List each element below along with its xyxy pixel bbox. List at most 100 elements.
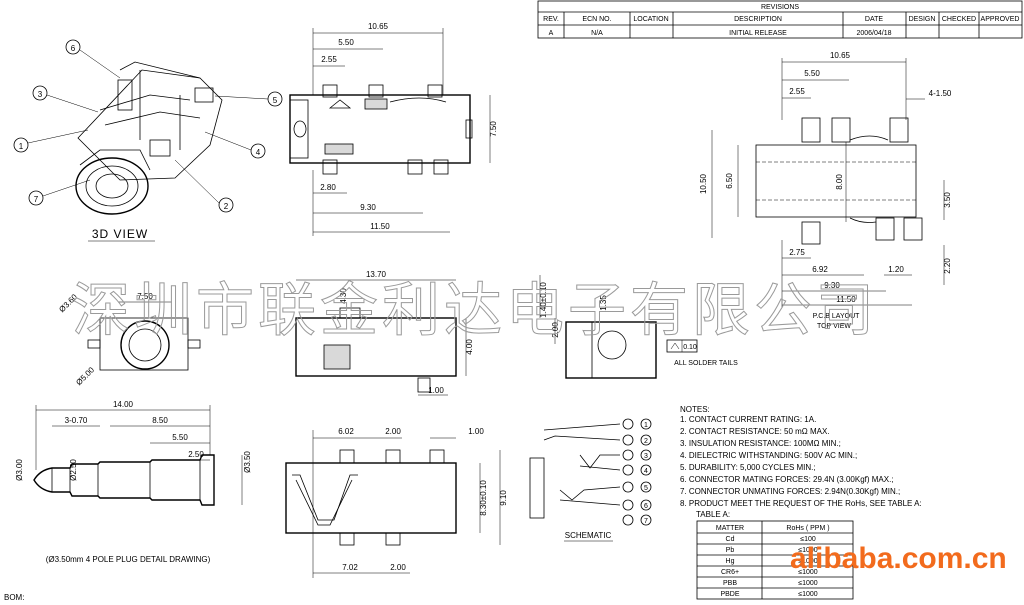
rohs-header-matter: MATTER [716, 525, 744, 532]
notes: NOTES: 1. CONTACT CURRENT RATING: 1A. 2.… [680, 405, 922, 519]
rohs-row-6-value: ≤1000 [798, 591, 818, 598]
rev-header-location: LOCATION [633, 16, 668, 23]
schematic-pin-3: 3 [644, 453, 648, 460]
side-dim-1-00: 1.00 [428, 386, 444, 395]
rev-header-description: DESCRIPTION [734, 16, 782, 23]
rev-header-ecn: ECN NO. [582, 16, 611, 23]
rev-header-design: DESIGN [909, 16, 936, 23]
schematic-pin-5: 5 [644, 485, 648, 492]
plug-dim-d2-50: Ø2.50 [69, 459, 78, 481]
note-6: 6. CONNECTOR MATING FORCES: 29.4N (3.00K… [680, 475, 894, 484]
table-a-title: TABLE A: [696, 510, 730, 519]
schematic: 1 2 3 4 5 6 7 SCHEMATIC [529, 418, 652, 542]
bottom-dim-2-00-bottom: 2.00 [390, 563, 406, 572]
plug-dim-d3-00: Ø3.00 [15, 459, 24, 481]
rohs-header-ppm: RoHs ( PPM ) [786, 525, 829, 532]
pcb-dim-2-55: 2.55 [789, 87, 805, 96]
callout-1: 1 [19, 142, 24, 151]
pcb-dim-10-50: 10.50 [699, 173, 708, 194]
pcb-dim-9-30: 9.30 [824, 281, 840, 290]
bottom-dim-6-02: 6.02 [338, 427, 354, 436]
pcb-dim-8-00: 8.00 [835, 174, 844, 190]
plug-dim-5-50: 5.50 [172, 433, 188, 442]
bottom-dim-8-30: 8.30±0.10 [479, 480, 488, 516]
rohs-row-2-matter: Pb [726, 547, 735, 554]
bottom-body [285, 462, 457, 534]
end-dim-2-00: 2.00 [551, 322, 560, 338]
side-view: 13.70 4.30 4.00 1.00 [295, 270, 474, 396]
pcb-layout: 10.65 5.50 2.55 4-1.50 10.50 6.50 8.00 3… [699, 51, 952, 330]
plug-dim-d3-50: Ø3.50 [243, 451, 252, 473]
pcb-label: P.C.B LAYOUT [813, 313, 861, 320]
3d-view: 6 3 1 7 5 4 2 3D VIEW [13, 39, 283, 242]
rev-header-checked: CHECKED [942, 16, 976, 23]
schematic-pin-6: 6 [644, 503, 648, 510]
front-dim-9-30: 9.30 [360, 203, 376, 212]
rohs-row-6-matter: PBDE [720, 591, 739, 598]
rohs-row-5-matter: PBB [723, 580, 737, 587]
pcb-dim-10-65: 10.65 [830, 51, 851, 60]
front-dim-5-50: 5.50 [338, 38, 354, 47]
callout-7: 7 [34, 195, 39, 204]
front-dim-7-50: 7.50 [489, 121, 498, 137]
bottom-dim-1-00: 1.00 [468, 427, 484, 436]
plug-dim-2-50: 2.50 [188, 450, 204, 459]
rev-cell-date: 2006/04/18 [856, 30, 891, 37]
note-1: 1. CONTACT CURRENT RATING: 1A. [680, 415, 816, 424]
bottom-dim-2-00-top: 2.00 [385, 427, 401, 436]
plug-dim-14-00: 14.00 [113, 400, 134, 409]
pcb-dim-2-20: 2.20 [943, 258, 952, 274]
rev-header-date: DATE [865, 16, 883, 23]
schematic-label: SCHEMATIC [565, 531, 612, 540]
rohs-row-4-value: ≤1000 [798, 569, 818, 576]
schematic-pins: 1 2 3 4 5 6 7 [622, 418, 652, 526]
side-dim-13-70: 13.70 [366, 270, 387, 279]
pcb-dim-2-75: 2.75 [789, 248, 805, 257]
note-3: 3. INSULATION RESISTANCE: 100MΩ MIN.; [680, 439, 841, 448]
callout-6: 6 [71, 44, 76, 53]
solder-tails-note: ALL SOLDER TAILS [674, 360, 738, 367]
rohs-row-1-matter: Cd [726, 536, 735, 543]
note-8: 8. PRODUCT MEET THE REQUEST OF THE RoHs,… [680, 499, 922, 508]
pcb-outline [755, 144, 917, 218]
3d-body-outline [77, 69, 223, 181]
pcb-dim-1-20: 1.20 [888, 265, 904, 274]
revisions-title: REVISIONS [761, 4, 799, 11]
rohs-row-3-value: ≤1000 [798, 558, 818, 565]
front-dim-11-50: 11.50 [370, 222, 390, 231]
pcb-dim-4-1-50: 4-1.50 [929, 89, 952, 98]
front-dim-2-55: 2.55 [321, 55, 337, 64]
rev-header-rev: REV. [543, 16, 559, 23]
watermark-alibaba: alibaba.com.cn [790, 542, 1007, 575]
end-view: 1.40±0.10 2.00 1.35 0.10 ALL SOLDER TAIL… [539, 275, 738, 379]
schematic-pin-2: 2 [644, 438, 648, 445]
plug-view: 14.00 3-0.70 8.50 5.50 2.50 Ø3.00 Ø2.50 … [15, 400, 252, 564]
3d-view-label: 3D VIEW [92, 227, 148, 241]
pcb-dim-11-50: 11.50 [836, 295, 856, 304]
end-dim-1-40: 1.40±0.10 [539, 282, 548, 318]
rohs-table: MATTER RoHs ( PPM ) Cd ≤100 Pb ≤1000 Hg … [696, 520, 854, 600]
plug-outline [33, 454, 215, 506]
pcb-dim-6-92: 6.92 [812, 265, 828, 274]
note-4: 4. DIELECTRIC WITHSTANDING: 500V AC MIN.… [680, 451, 857, 460]
watermark-company: 深圳市联金利达电子有限公司 [72, 276, 878, 344]
side-dim-d5-00: Ø5.00 [74, 365, 96, 387]
rev-cell-rev: A [549, 30, 554, 37]
notes-title: NOTES: [680, 405, 710, 414]
rohs-row-5-value: ≤1000 [798, 580, 818, 587]
plug-dim-8-50: 8.50 [152, 416, 168, 425]
front-dim-10-65: 10.65 [368, 22, 389, 31]
pcb-top-view-label: TOP VIEW [817, 323, 851, 330]
callout-5: 5 [273, 96, 278, 105]
rohs-row-3-matter: Hg [726, 558, 735, 565]
3d-callouts: 6 3 1 7 5 4 2 [13, 39, 283, 213]
bom-label: BOM: [4, 593, 24, 602]
3d-barrel [75, 157, 149, 215]
schematic-pin-7: 7 [644, 518, 648, 525]
note-2: 2. CONTACT RESISTANCE: 50 mΩ MAX. [680, 427, 830, 436]
rev-header-approved: APPROVED [981, 16, 1020, 23]
side-dim-7-50: 7.50 [137, 292, 153, 301]
bottom-dim-7-02: 7.02 [342, 563, 358, 572]
schematic-pin-1: 1 [644, 422, 648, 429]
